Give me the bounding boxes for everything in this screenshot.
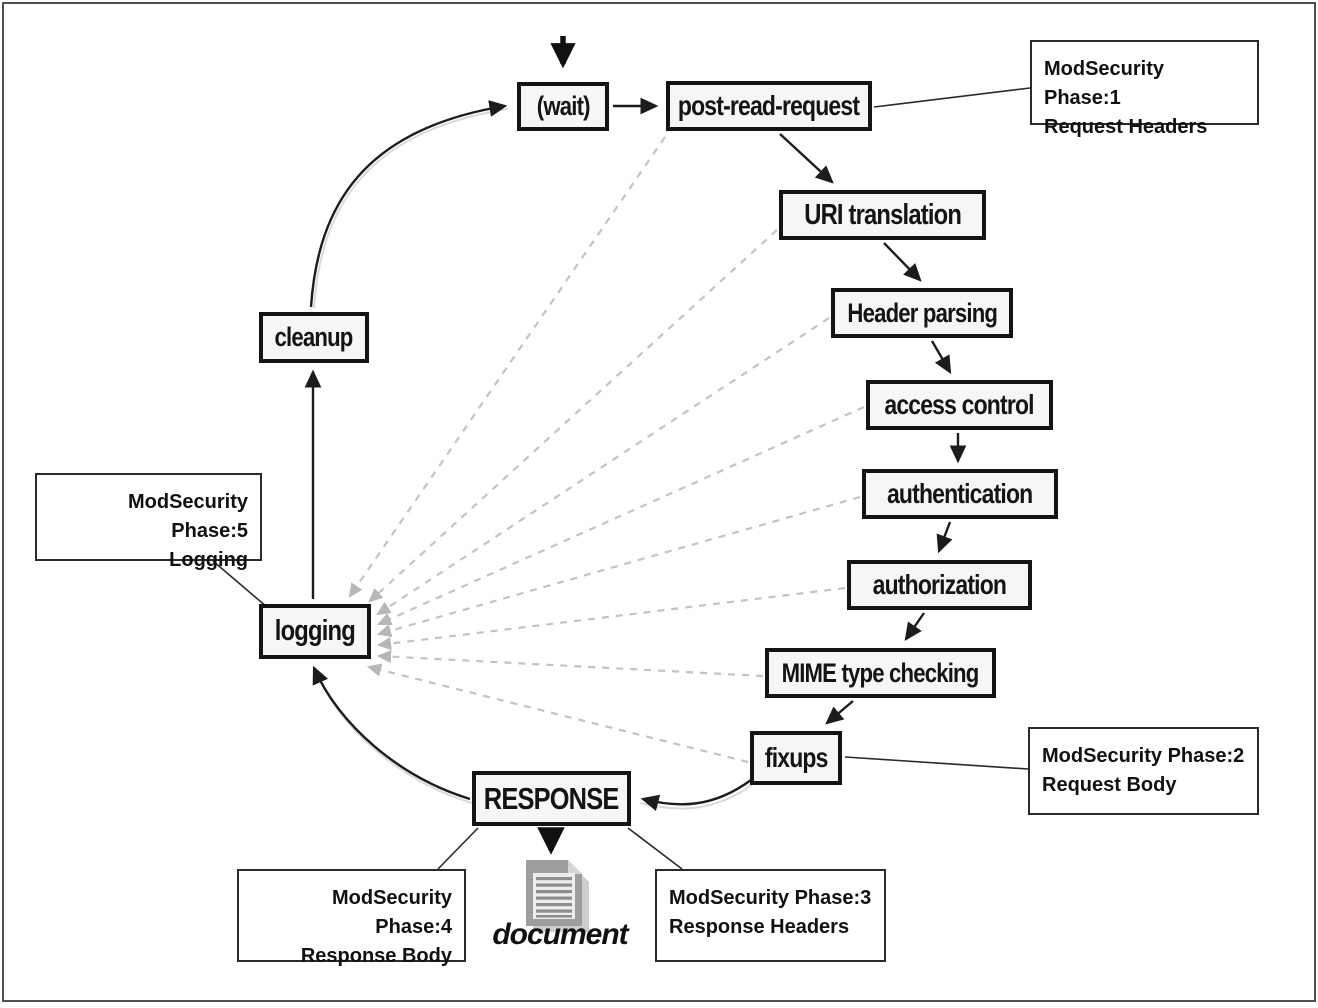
dashed-fixups-to-logging <box>366 663 749 764</box>
connector-phase1 <box>873 87 1031 108</box>
annotation-phase1-line2: Request Headers <box>1044 116 1208 138</box>
annotation-phase4-line2: Response Body <box>300 945 452 967</box>
annotation-phase3-line2: Response Headers <box>669 916 850 938</box>
arrow-cleanup-to-wait <box>309 100 508 308</box>
annotation-phase2: ModSecurity Phase:2 Request Body <box>1028 727 1259 815</box>
connector-phase3 <box>627 827 683 870</box>
annotation-phase3-line1: ModSecurity Phase:3 <box>669 887 872 909</box>
node-response: RESPONSE <box>472 771 631 826</box>
annotation-phase1: ModSecurity Phase:1 Request Headers <box>1030 40 1259 138</box>
node-authorization: authorization <box>847 560 1032 610</box>
node-mime-type-checking: MIME type checking <box>765 648 996 698</box>
ghost-arc-cleanup-wait <box>313 108 509 309</box>
annotation-phase2-line2: Request Body <box>1042 774 1177 796</box>
arrow-header-parsing-to-access-control <box>930 340 952 375</box>
annotation-phase4-line1: ModSecurity Phase:4 <box>331 887 452 938</box>
annotation-phase5-line1: ModSecurity Phase:5 <box>127 491 248 542</box>
node-authentication: authentication <box>862 469 1058 519</box>
node-access-control: access control <box>866 380 1053 430</box>
dashed-access-control-to-logging <box>376 405 865 626</box>
annotation-phase5-line2: Logging <box>169 549 248 571</box>
arrow-authorization-to-mime-type-checking <box>904 612 925 641</box>
dashed-authorization-to-logging <box>376 586 846 651</box>
arrow-authentication-to-authorization <box>936 521 953 554</box>
ghost-arc-fixups-response <box>639 783 754 810</box>
node-cleanup: cleanup <box>259 312 369 363</box>
annotation-phase3: ModSecurity Phase:3 Response Headers <box>655 869 886 962</box>
arrow-mime-type-checking-to-fixups <box>825 700 854 725</box>
node-header-parsing: Header parsing <box>831 288 1013 338</box>
connector-phase5 <box>212 560 268 608</box>
ghost-arc-response-logging <box>314 669 473 804</box>
node-wait: (wait) <box>517 82 609 131</box>
dashed-uri-translation-to-logging <box>368 229 778 603</box>
document-icon <box>526 860 589 932</box>
dashed-header-parsing-to-logging <box>376 317 830 616</box>
arrow-fixups-to-response <box>640 779 752 812</box>
connector-phase4 <box>437 827 479 870</box>
document-label: document <box>492 918 628 951</box>
node-logging: logging <box>259 604 371 659</box>
node-post-read-request: post-read-request <box>666 81 872 131</box>
arrow-post-read-request-to-uri-translation <box>779 133 834 184</box>
annotation-phase4: ModSecurity Phase:4 Response Body <box>237 869 466 967</box>
arrow-uri-translation-to-header-parsing <box>883 242 922 282</box>
annotation-phase2-line1: ModSecurity Phase:2 <box>1042 745 1245 767</box>
annotation-phase1-line1: ModSecurity Phase:1 <box>1044 58 1165 109</box>
node-fixups: fixups <box>750 731 842 785</box>
connector-phase2 <box>844 756 1029 770</box>
annotation-phase5: ModSecurity Phase:5 Logging <box>35 473 262 571</box>
node-uri-translation: URI translation <box>779 190 986 240</box>
dashed-post-read-request-to-logging <box>348 136 666 598</box>
arrow-response-to-logging <box>312 665 471 801</box>
dashed-mime-type-checking-to-logging <box>376 650 764 678</box>
